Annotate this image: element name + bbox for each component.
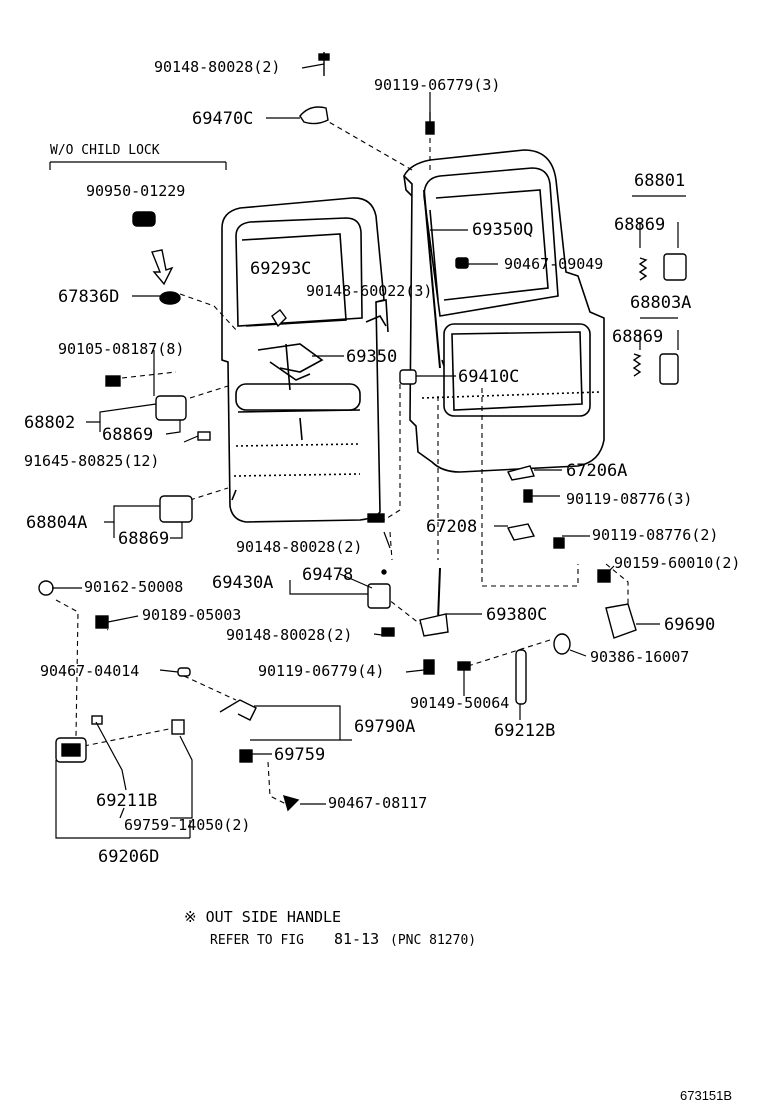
grommet-icon xyxy=(159,291,181,305)
cap-icon xyxy=(38,580,54,596)
part-label: 68869 xyxy=(612,327,663,347)
part-label: 69206D xyxy=(98,847,159,867)
spring-icon xyxy=(638,257,648,281)
rod-icon xyxy=(515,649,527,705)
left-door xyxy=(221,197,389,523)
right-door xyxy=(403,149,605,473)
part-label: 90189-05003 xyxy=(142,606,241,624)
part-label: 90162-50008 xyxy=(84,578,183,596)
hardware-parts xyxy=(38,52,687,812)
part-label: 90148-80028(2) xyxy=(236,538,362,556)
part-label: 69478 xyxy=(302,565,353,585)
part-label: 90149-50064 xyxy=(410,694,509,712)
bushing-icon xyxy=(239,749,253,763)
screw-icon xyxy=(318,52,330,76)
part-label: 69410C xyxy=(458,367,519,387)
bolt-icon xyxy=(523,489,533,503)
part-label: 90119-08776(2) xyxy=(592,526,718,544)
bushing-icon xyxy=(171,719,185,735)
bolt-icon xyxy=(423,659,435,675)
clip-icon xyxy=(455,257,469,269)
spring-icon xyxy=(632,353,642,377)
part-label: 67836D xyxy=(58,287,119,307)
part-label: 69470C xyxy=(192,109,253,129)
cushion-icon xyxy=(553,633,571,655)
part-label: 90148-80028(2) xyxy=(154,58,280,76)
bolt-icon xyxy=(105,375,121,387)
part-label: 67208 xyxy=(426,517,477,537)
part-label: 69212B xyxy=(494,721,555,741)
part-label: 68804A xyxy=(26,513,87,533)
grommet-icon xyxy=(132,211,156,227)
part-label: 90105-08187(8) xyxy=(58,340,184,358)
label-leaders xyxy=(49,63,686,839)
part-label: 69350 xyxy=(346,347,397,367)
part-label: 69380C xyxy=(486,605,547,625)
part-label: 91645-80825(12) xyxy=(24,452,159,470)
part-label: 68869 xyxy=(118,529,169,549)
part-label: 90148-60022(3) xyxy=(306,282,432,300)
part-label: 67206A xyxy=(566,461,627,481)
lock-icon xyxy=(419,613,449,637)
part-label: 68869 xyxy=(102,425,153,445)
part-label: 69430A xyxy=(212,573,273,593)
bolt-icon xyxy=(425,112,435,135)
note-pnc-ref: (PNC 81270) xyxy=(390,933,476,948)
part-label: 69293C xyxy=(250,259,311,279)
bolt-icon xyxy=(553,537,565,549)
lock-icon xyxy=(605,603,637,639)
screw-icon xyxy=(367,513,385,523)
bracket-icon xyxy=(299,106,329,125)
part-label: 90119-08776(3) xyxy=(566,490,692,508)
part-label: 68869 xyxy=(614,215,665,235)
part-label: 68802 xyxy=(24,413,75,433)
figure-id: 673151B xyxy=(680,1088,732,1103)
part-label: 90148-80028(2) xyxy=(226,626,352,644)
variant-header: W/O CHILD LOCK xyxy=(50,143,160,158)
catch-icon xyxy=(399,369,417,385)
bumper-icon xyxy=(506,523,536,541)
part-label: 90119-06779(4) xyxy=(258,662,384,680)
part-labels: W/O CHILD LOCK 90148-80028(2) 69470C 901… xyxy=(24,58,740,1103)
clip-icon xyxy=(177,667,191,677)
note-line: ※ OUT SIDE HANDLE xyxy=(184,908,341,926)
part-label: 69690 xyxy=(664,615,715,635)
part-label: 90159-60010(2) xyxy=(614,554,740,572)
part-label: 90119-06779(3) xyxy=(374,76,500,94)
note-line: REFER TO FIG xyxy=(210,933,304,948)
hinge-icon xyxy=(155,395,187,421)
part-label: 90467-09049 xyxy=(504,255,603,273)
note-figure-ref: 81-13 xyxy=(334,930,379,948)
part-label: 68801 xyxy=(634,171,685,191)
arrow-icon xyxy=(151,249,174,286)
part-label: 68803A xyxy=(630,293,691,313)
clip-icon xyxy=(271,309,287,328)
part-label: 69759-14050(2) xyxy=(124,816,250,834)
part-label: 69350Q xyxy=(472,220,533,240)
clip-icon xyxy=(282,794,300,812)
pin-icon xyxy=(381,569,387,575)
screw-icon xyxy=(197,431,211,441)
lock-icon xyxy=(367,583,391,609)
bumper-icon xyxy=(506,465,535,481)
part-label: 69211B xyxy=(96,791,157,811)
part-label: 69759 xyxy=(274,745,325,765)
part-label: 90950-01229 xyxy=(86,182,185,200)
lever-icon xyxy=(219,699,257,721)
nut-icon xyxy=(95,615,109,629)
part-label: 90467-08117 xyxy=(328,794,427,812)
dashed-leaders xyxy=(55,117,629,805)
part-label: 90467-04014 xyxy=(40,662,139,680)
lock-icon xyxy=(663,253,687,281)
part-label: 69790A xyxy=(354,717,415,737)
hinge-icon xyxy=(159,495,193,523)
part-label: 90386-16007 xyxy=(590,648,689,666)
lock-icon xyxy=(659,353,679,385)
